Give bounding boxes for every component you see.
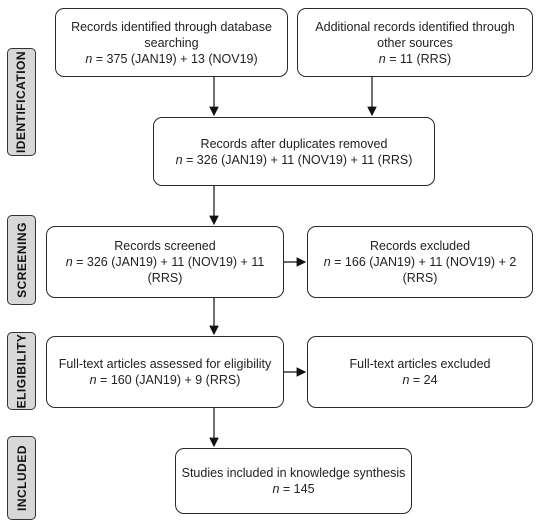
excluded-count: = 166 (JAN19) + 11 (NOV19) + 2 (RRS) [334, 255, 517, 285]
excluded-line1: Records excluded [369, 239, 471, 253]
other-records-count: = 11 (RRS) [389, 51, 452, 66]
other-records-line2: other sources [377, 35, 453, 50]
fulltext-excluded-count: = 24 [412, 373, 438, 387]
n-symbol: n [378, 51, 386, 66]
box-other-records: Additional records identified through ot… [297, 8, 533, 77]
n-symbol: n [272, 482, 280, 496]
box-fulltext-assessed: Full-text articles assessed for eligibil… [46, 336, 284, 408]
db-records-line2: searching [144, 35, 199, 50]
db-records-count: = 375 (JAN19) + 13 (NOV19) [95, 51, 258, 66]
duplicates-removed-count: = 326 (JAN19) + 11 (NOV19) + 11 (RRS) [186, 152, 413, 167]
screened-count: = 326 (JAN19) + 11 (NOV19) + 11 (RRS) [76, 255, 265, 285]
n-symbol: n [402, 373, 410, 387]
included-line1: Studies included in knowledge synthesis [181, 466, 406, 480]
other-records-line1: Additional records identified through [315, 19, 515, 34]
fulltext-assessed-line1: Full-text articles assessed for eligibil… [58, 357, 272, 371]
stage-eligibility: ELIGIBILITY [7, 332, 36, 410]
n-symbol: n [85, 51, 93, 66]
duplicates-removed-line1: Records after duplicates removed [200, 136, 388, 151]
screened-line1: Records screened [114, 239, 216, 253]
box-records-excluded: Records excluded n = 166 (JAN19) + 11 (N… [307, 226, 533, 298]
box-database-records: Records identified through database sear… [55, 8, 288, 77]
fulltext-excluded-line1: Full-text articles excluded [349, 357, 491, 371]
n-symbol: n [175, 152, 183, 167]
stage-identification: IDENTIFICATION [7, 48, 36, 156]
stage-included: INCLUDED [7, 436, 36, 520]
db-records-line1: Records identified through database [71, 19, 272, 34]
n-symbol: n [65, 255, 73, 269]
stage-screening: SCREENING [7, 215, 36, 305]
box-studies-included: Studies included in knowledge synthesis … [175, 448, 412, 514]
n-symbol: n [323, 255, 331, 269]
n-symbol: n [89, 373, 97, 387]
box-fulltext-excluded: Full-text articles excluded n = 24 [307, 336, 533, 408]
fulltext-assessed-count: = 160 (JAN19) + 9 (RRS) [100, 373, 241, 387]
box-duplicates-removed: Records after duplicates removed n = 326… [153, 117, 435, 186]
box-records-screened: Records screened n = 326 (JAN19) + 11 (N… [46, 226, 284, 298]
included-count: = 145 [282, 482, 315, 496]
